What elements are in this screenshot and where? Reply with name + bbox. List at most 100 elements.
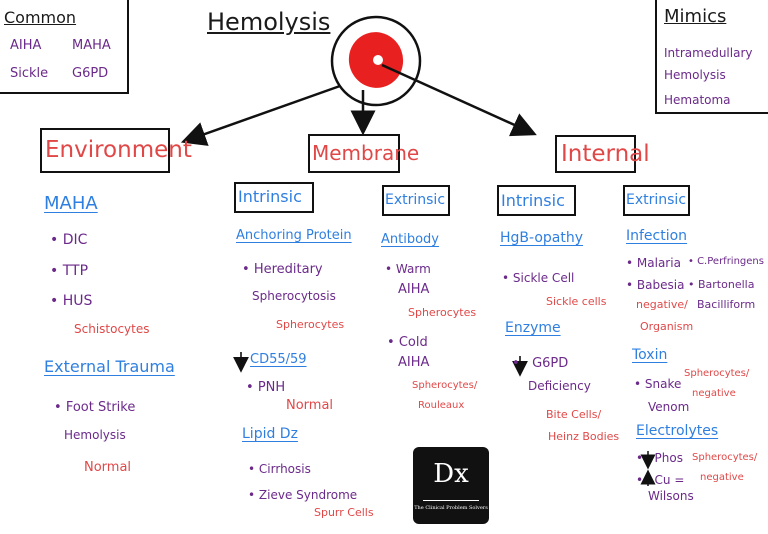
common-heading: Common: [4, 8, 77, 27]
list-item: • TTP: [50, 263, 89, 279]
membrane-extrinsic-heading: Extrinsic: [385, 192, 446, 208]
internal-extrinsic-box: [623, 185, 690, 216]
list-item: • Warm: [385, 262, 431, 276]
list-item: • Bartonella: [688, 278, 755, 291]
membrane-intrinsic-box: [234, 182, 314, 213]
lipid-heading: Lipid Dz: [242, 426, 298, 442]
internal-category: Internal: [561, 141, 650, 167]
infection-right-line3: Bacilliform: [697, 298, 756, 311]
arrow-environment: [180, 84, 341, 146]
list-item: • Snake: [634, 377, 682, 391]
enzyme-item-line2: Deficiency: [528, 379, 591, 393]
mimics-item: Intramedullary Hemolysis: [664, 46, 753, 82]
logo-mark: Dx: [433, 459, 469, 489]
list-item-text: Phos: [654, 451, 683, 465]
list-item-text: Foot Strike: [65, 400, 136, 415]
common-item: Sickle: [10, 66, 49, 81]
electrolytes-item2-line2: Wilsons: [648, 489, 694, 503]
page-title: Hemolysis: [207, 8, 331, 36]
warm-note: Spherocytes: [408, 306, 477, 319]
list-item: • Cirrhosis: [248, 462, 311, 476]
list-item-text: C.Perfringens: [697, 256, 764, 267]
infection-note-line1: negative/: [636, 298, 688, 311]
list-item-text: Hereditary: [253, 262, 323, 277]
list-item-text: Bartonella: [698, 278, 755, 291]
list-item: • Cu =: [636, 473, 685, 487]
list-item: • Malaria: [626, 256, 681, 270]
mimics-box: [655, 0, 768, 114]
common-item: MAHA: [72, 38, 111, 53]
toxin-heading: Toxin: [632, 347, 668, 363]
hgb-note: Sickle cells: [546, 295, 607, 308]
internal-intrinsic-heading: Intrinsic: [501, 191, 565, 210]
internal-category-box: [555, 135, 636, 173]
infection-note-line2: Organism: [640, 320, 694, 333]
logo-subtitle: The Clinical Problem Solvers: [414, 505, 488, 511]
list-item-text: Cirrhosis: [258, 462, 311, 476]
anchoring-note: Spherocytes: [276, 318, 345, 331]
common-item: AIHA: [10, 38, 42, 53]
common-box: [0, 0, 129, 94]
mimics-item: Hematoma: [664, 93, 731, 107]
list-item-text: PNH: [257, 380, 286, 395]
list-item: • Cold: [387, 335, 428, 350]
external-trauma-heading: External Trauma: [44, 357, 175, 376]
toxin-item-line2: Venom: [648, 400, 690, 414]
rbc-icon: [330, 15, 422, 107]
list-item-text: Cu =: [654, 473, 685, 487]
arrow-internal: [381, 63, 537, 137]
list-item-text: Warm: [395, 262, 431, 276]
internal-extrinsic-heading: Extrinsic: [626, 192, 687, 208]
list-item: • C.Perfringens: [688, 256, 764, 267]
list-item: • Foot Strike: [54, 400, 136, 415]
list-item: • Sickle Cell: [502, 271, 575, 285]
lipid-note: Spurr Cells: [314, 506, 374, 519]
maha-heading: MAHA: [44, 193, 98, 214]
membrane-extrinsic-box: [382, 185, 450, 216]
cold-note-line1: Spherocytes/: [412, 380, 478, 391]
cd55-note: Normal: [286, 398, 334, 413]
list-item-text: DIC: [62, 232, 88, 248]
list-item: • Babesia: [626, 278, 685, 292]
logo-divider: [423, 500, 479, 501]
common-item: G6PD: [72, 66, 109, 81]
list-item-text: Babesia: [636, 278, 685, 292]
anchoring-item-line2: Spherocytosis: [252, 289, 336, 303]
cold-note-line2: Rouleaux: [418, 400, 465, 411]
cd55-heading: CD55/59: [250, 352, 307, 367]
trauma-note: Normal: [84, 460, 132, 475]
internal-intrinsic-box: [497, 185, 576, 216]
toxin-note-line1: Spherocytes/: [684, 368, 750, 379]
list-item: • G6PD: [512, 356, 569, 371]
list-item-text: Snake: [644, 377, 682, 391]
electrolytes-note-line2: negative: [700, 472, 744, 483]
list-item: • Zieve Syndrome: [248, 488, 358, 502]
cold-aiha: AIHA: [398, 355, 430, 370]
electrolytes-note-line1: Spherocytes/: [692, 452, 758, 463]
environment-category: Environment: [45, 137, 192, 163]
list-item-text: Zieve Syndrome: [258, 488, 358, 502]
list-item: • Hereditary: [242, 262, 323, 277]
list-item-text: TTP: [62, 263, 89, 279]
list-item: • DIC: [50, 232, 88, 248]
toxin-note-line2: negative: [692, 388, 736, 399]
membrane-intrinsic-heading: Intrinsic: [238, 187, 302, 206]
antibody-heading: Antibody: [381, 232, 439, 247]
hgb-heading: HgB-opathy: [500, 230, 584, 246]
list-item: • PNH: [246, 380, 286, 395]
list-item-text: Malaria: [636, 256, 681, 270]
list-item: • Phos: [636, 451, 683, 465]
list-item-text: Sickle Cell: [512, 271, 575, 285]
list-item-text: HUS: [62, 293, 93, 309]
enzyme-heading: Enzyme: [505, 320, 561, 336]
environment-category-box: [40, 128, 170, 173]
enzyme-note-line2: Heinz Bodies: [548, 430, 620, 443]
maha-note: Schistocytes: [74, 322, 150, 336]
membrane-category-box: [308, 134, 400, 173]
warm-aiha: AIHA: [398, 282, 430, 297]
enzyme-note-line1: Bite Cells/: [546, 408, 602, 421]
list-item: • HUS: [50, 293, 93, 309]
list-item-text: G6PD: [532, 356, 569, 371]
anchoring-protein-heading: Anchoring Protein: [236, 228, 352, 243]
